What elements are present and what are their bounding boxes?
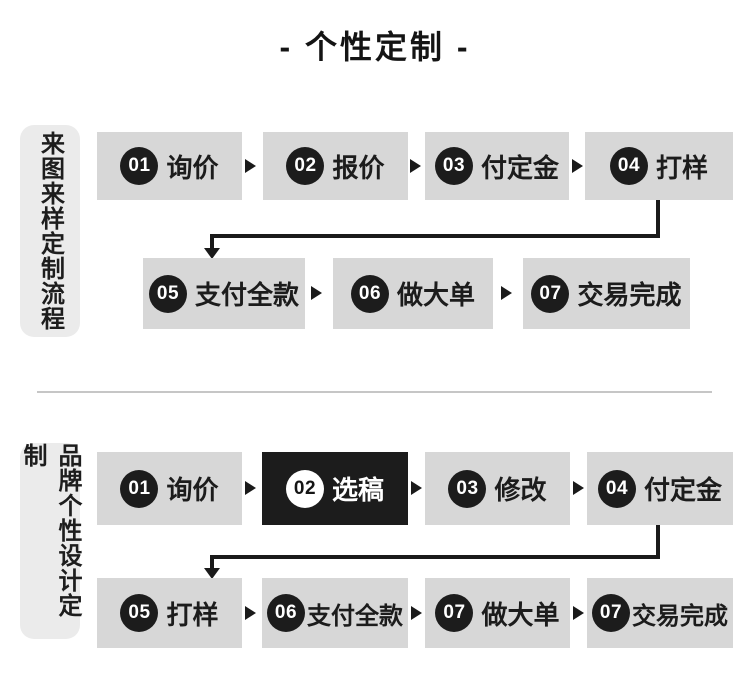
step-number-badge: 04 xyxy=(609,147,648,185)
page-title: - 个性定制 - xyxy=(279,29,471,65)
step-label: 询价 xyxy=(166,152,219,183)
step-number-badge: 01 xyxy=(120,147,159,185)
step-label: 打样 xyxy=(655,152,708,183)
step-select-draft-highlighted: 02 选稿 xyxy=(262,452,408,525)
step-pay-deposit: 03 付定金 xyxy=(425,132,569,200)
step-number-badge: 02 xyxy=(285,469,324,508)
connector-line-vertical xyxy=(210,234,214,250)
section1-sidebar-label: 来图来样定制流程 xyxy=(20,125,80,337)
step-modify: 03 修改 xyxy=(425,452,570,525)
step-number-badge: 03 xyxy=(434,147,473,185)
step-pay-full: 06 支付全款 xyxy=(262,578,408,648)
step-number-badge: 07 xyxy=(592,594,630,632)
arrow-right-icon xyxy=(311,286,322,300)
step-sampling: 05 打样 xyxy=(97,578,242,648)
connector-line-vertical xyxy=(210,555,214,569)
step-bulk-order: 07 做大单 xyxy=(425,578,570,648)
step-label: 做大单 xyxy=(481,599,560,630)
step-label: 交易完成 xyxy=(577,280,682,310)
section2-sidebar-label: 品牌个性设计定制 xyxy=(19,443,81,639)
arrow-right-icon xyxy=(410,159,421,173)
step-label: 做大单 xyxy=(396,280,475,310)
arrow-right-icon xyxy=(245,159,256,173)
step-label: 支付全款 xyxy=(194,280,299,310)
step-number-badge: 05 xyxy=(120,594,159,632)
arrow-right-icon xyxy=(573,606,584,620)
section-divider xyxy=(37,391,712,393)
connector-line-horizontal xyxy=(210,555,660,559)
arrow-right-icon xyxy=(411,481,422,495)
step-label: 支付全款 xyxy=(307,602,403,630)
step-label: 询价 xyxy=(166,475,219,505)
arrow-right-icon xyxy=(501,286,512,300)
step-label: 付定金 xyxy=(480,152,559,183)
step-number-badge: 07 xyxy=(531,274,570,313)
arrow-right-icon xyxy=(573,481,584,495)
step-pay-full: 05 支付全款 xyxy=(143,258,305,329)
arrow-down-icon xyxy=(204,568,220,579)
step-inquiry: 01 询价 xyxy=(97,132,242,200)
step-number-badge: 03 xyxy=(448,469,487,508)
arrow-right-icon xyxy=(245,481,256,495)
connector-line-horizontal xyxy=(210,234,660,238)
step-bulk-order: 06 做大单 xyxy=(333,258,493,329)
step-quote: 02 报价 xyxy=(263,132,408,200)
step-label: 打样 xyxy=(166,599,219,630)
arrow-right-icon xyxy=(572,159,583,173)
step-number-badge: 05 xyxy=(148,274,187,313)
step-label: 修改 xyxy=(494,475,547,505)
step-number-badge: 02 xyxy=(286,147,325,185)
step-number-badge: 04 xyxy=(597,469,636,508)
step-number-badge: 07 xyxy=(435,594,474,632)
arrow-right-icon xyxy=(411,606,422,620)
step-number-badge: 06 xyxy=(350,274,389,313)
step-number-badge: 06 xyxy=(267,594,305,632)
step-inquiry: 01 询价 xyxy=(97,452,242,525)
connector-line-vertical xyxy=(656,525,660,559)
step-deal-done: 07 交易完成 xyxy=(587,578,733,648)
arrow-right-icon xyxy=(245,606,256,620)
step-label: 付定金 xyxy=(643,475,722,505)
step-number-badge: 01 xyxy=(120,469,159,508)
step-sampling: 04 打样 xyxy=(585,132,733,200)
step-label: 报价 xyxy=(332,152,385,183)
step-label: 选稿 xyxy=(331,475,384,505)
step-label: 交易完成 xyxy=(632,602,728,630)
step-pay-deposit: 04 付定金 xyxy=(587,452,733,525)
step-deal-done: 07 交易完成 xyxy=(523,258,690,329)
arrow-down-icon xyxy=(204,248,220,259)
connector-line-vertical xyxy=(656,200,660,238)
